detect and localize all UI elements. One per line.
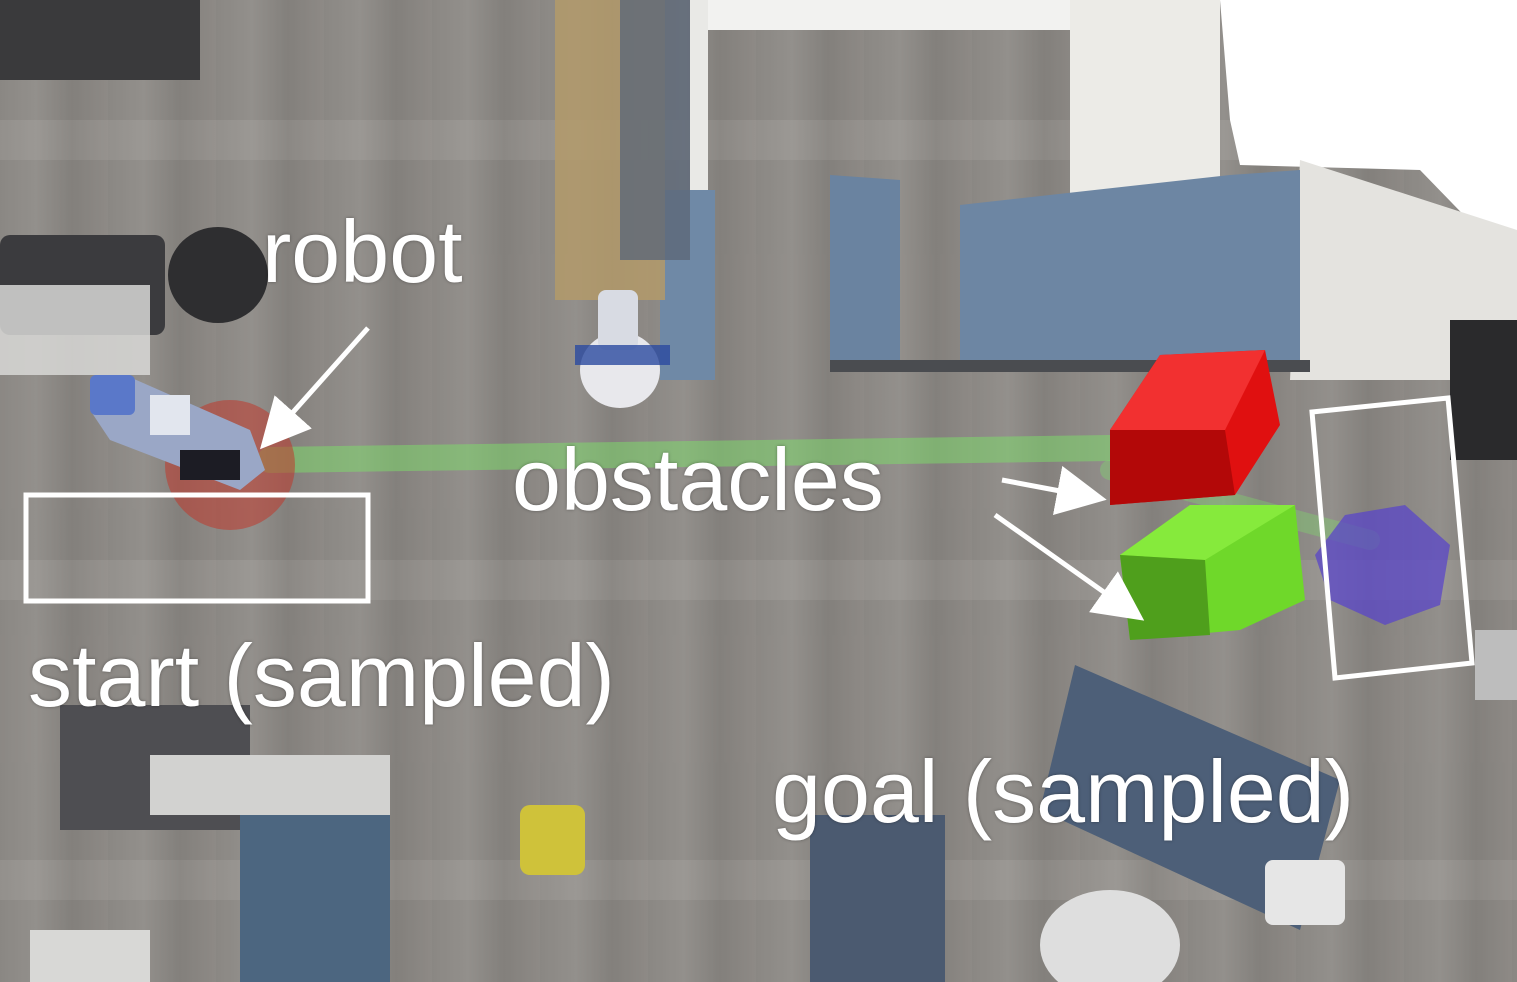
obstacle-arrow-green bbox=[993, 512, 1145, 621]
walls bbox=[555, 0, 1517, 380]
goal-marker bbox=[1315, 505, 1450, 625]
obstacles-label: obstacles bbox=[512, 430, 884, 529]
obstacle-arrow-red bbox=[1001, 465, 1107, 516]
obstacle-red bbox=[1110, 350, 1280, 505]
goal-region-box bbox=[1309, 395, 1475, 681]
goal-label: goal (sampled) bbox=[772, 742, 1355, 841]
second-robot bbox=[575, 290, 670, 408]
start-label: start (sampled) bbox=[28, 626, 615, 725]
robot-label: robot bbox=[262, 202, 463, 301]
robot-arrow bbox=[260, 326, 370, 450]
start-region-box bbox=[23, 492, 371, 604]
